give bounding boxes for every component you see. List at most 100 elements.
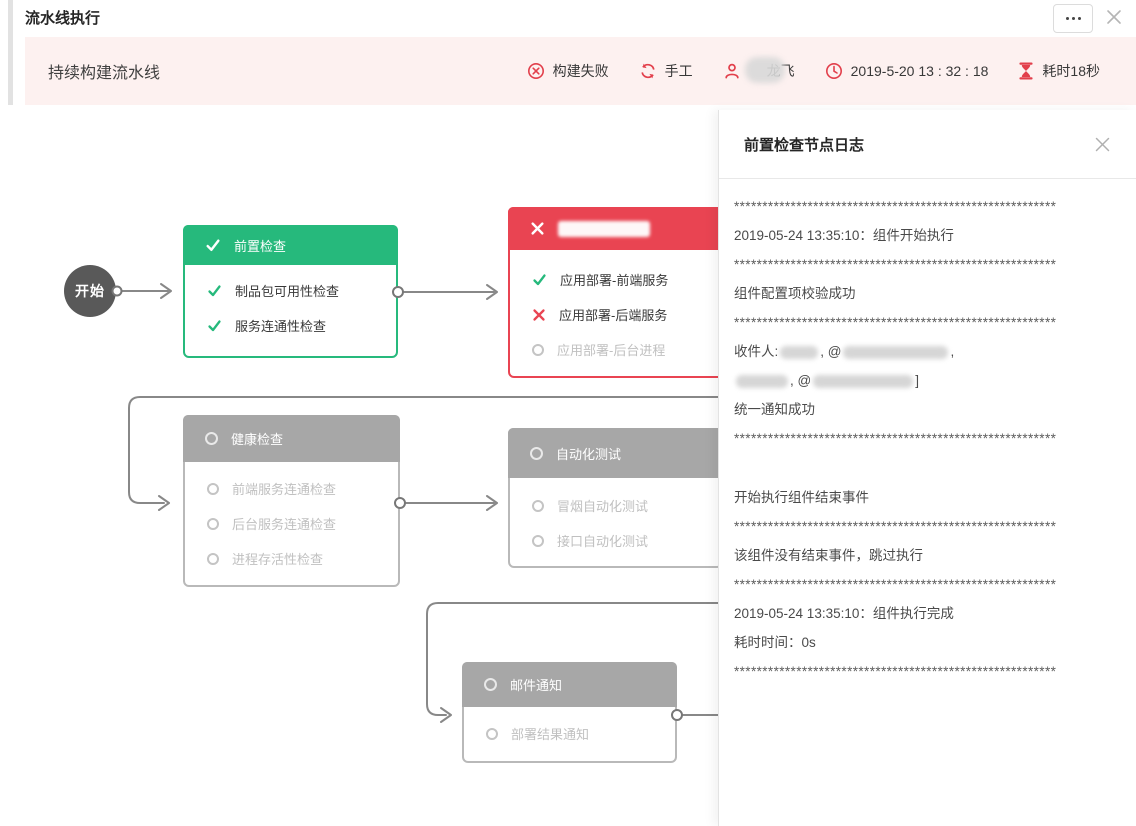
pending-circle-icon [207, 552, 219, 565]
check-icon [533, 274, 546, 286]
close-icon [1095, 137, 1109, 151]
log-panel-close-button[interactable] [1090, 132, 1114, 156]
arrowhead-icon [486, 284, 498, 300]
node-header: 健康检查 [183, 415, 400, 462]
log-separator: ****************************************… [734, 315, 1057, 330]
log-line: 2019-05-24 13:35:10：组件开始执行 [734, 228, 954, 243]
cross-icon [531, 222, 544, 235]
arrowhead-icon [486, 495, 498, 511]
executor: 龙飞 [723, 57, 795, 83]
node-header: 自动化测试 [508, 428, 723, 478]
build-status: 构建失败 [527, 61, 609, 81]
log-line: 耗时时间：0s [734, 635, 816, 650]
node-title: 健康检查 [231, 432, 284, 447]
node-header: 前置检查 [183, 225, 398, 265]
manual-trigger-icon [641, 63, 655, 79]
log-line-redacted: 收件人:, @, [734, 344, 955, 359]
node-body: 制品包可用性检查服务连通性检查 [185, 265, 396, 343]
cross-icon [533, 308, 545, 321]
pending-circle-icon [486, 727, 498, 740]
build-failed-icon [527, 63, 544, 79]
pipeline-node-mail[interactable]: 邮件通知 部署结果通知 [462, 662, 677, 763]
more-options-icon [1065, 17, 1069, 20]
trigger-mode: 手工 [639, 61, 693, 81]
node-step[interactable]: 接口自动化测试 [510, 523, 721, 558]
node-header [508, 207, 724, 250]
pending-circle-icon [207, 482, 219, 495]
pipeline-canvas: 开始 前置检查 制品包可用性检查服务连通性检查 应用部署-前端服务应用部署-后端… [0, 105, 1136, 826]
log-panel-title: 前置检查节点日志 [744, 136, 865, 154]
log-line: 统一通知成功 [734, 402, 815, 417]
log-content: ****************************************… [719, 179, 1136, 682]
node-step[interactable]: 应用部署-后台进程 [510, 332, 722, 367]
build-status-banner: 持续构建流水线 构建失败 手工 龙飞 [25, 37, 1136, 105]
clock-icon [825, 63, 842, 79]
node-step-label: 制品包可用性检查 [235, 284, 340, 299]
user-icon [724, 63, 739, 79]
log-separator: ****************************************… [734, 199, 1057, 214]
log-blank-line [734, 449, 1124, 479]
log-line: 开始执行组件结束事件 [734, 490, 869, 505]
redacted-text-blur [813, 374, 914, 388]
node-body: 冒烟自动化测试接口自动化测试 [510, 478, 721, 558]
node-step-label: 接口自动化测试 [557, 534, 649, 549]
node-step[interactable]: 部署结果通知 [464, 716, 675, 751]
node-step-label: 服务连通性检查 [235, 319, 327, 334]
node-step[interactable]: 制品包可用性检查 [185, 273, 396, 308]
pending-circle-icon [530, 446, 543, 460]
check-icon [208, 285, 221, 297]
log-separator: ****************************************… [734, 257, 1057, 272]
build-time: 2019-5-20 13 : 32 : 18 [825, 62, 988, 80]
pending-circle-icon [532, 499, 544, 512]
start-node[interactable]: 开始 [64, 265, 116, 317]
node-step-label: 后台服务连通检查 [232, 517, 337, 532]
log-separator: ****************************************… [734, 431, 1057, 446]
node-step-label: 前端服务连通检查 [232, 482, 337, 497]
pipeline-node-autotest[interactable]: 自动化测试 冒烟自动化测试接口自动化测试 [508, 428, 723, 568]
pipeline-node-health[interactable]: 健康检查 前端服务连通检查后台服务连通检查进程存活性检查 [183, 415, 400, 587]
hourglass-icon [1019, 62, 1034, 80]
node-step[interactable]: 冒烟自动化测试 [510, 488, 721, 523]
node-header: 邮件通知 [462, 662, 677, 707]
node-title: 自动化测试 [556, 446, 622, 462]
node-step[interactable]: 应用部署-前端服务 [510, 262, 722, 297]
node-title: 前置检查 [234, 238, 287, 254]
pending-circle-icon [205, 432, 218, 445]
node-step-label: 应用部署-后端服务 [559, 308, 668, 323]
arrowhead-icon [158, 495, 170, 511]
pending-circle-icon [532, 343, 544, 356]
node-step[interactable]: 应用部署-后端服务 [510, 297, 722, 332]
node-body: 前端服务连通检查后台服务连通检查进程存活性检查 [185, 462, 398, 576]
arrowhead-icon [160, 283, 172, 299]
pipeline-node-deploy[interactable]: 应用部署-前端服务应用部署-后端服务应用部署-后台进程 [508, 207, 724, 378]
pipeline-node-precheck[interactable]: 前置检查 制品包可用性检查服务连通性检查 [183, 225, 398, 358]
close-icon [1107, 10, 1121, 24]
node-step[interactable]: 服务连通性检查 [185, 308, 396, 343]
node-step-label: 应用部署-前端服务 [560, 273, 669, 288]
log-line-redacted: , @] [734, 370, 1124, 391]
node-step-label: 部署结果通知 [511, 727, 590, 742]
pipeline-name: 持续构建流水线 [48, 65, 161, 82]
check-icon [208, 320, 221, 332]
pending-circle-icon [484, 678, 497, 691]
node-title: 邮件通知 [510, 678, 563, 693]
redacted-name-blur [744, 57, 785, 83]
log-line: 2019-05-24 13:35:10：组件执行完成 [734, 606, 954, 621]
node-step-label: 进程存活性检查 [232, 552, 324, 567]
log-panel: 前置检查节点日志 *******************************… [718, 110, 1136, 826]
window-close-button[interactable] [1102, 5, 1126, 29]
node-step[interactable]: 后台服务连通检查 [185, 506, 398, 541]
node-step[interactable]: 进程存活性检查 [185, 541, 398, 576]
log-line: 组件配置项校验成功 [734, 286, 856, 301]
more-options-button[interactable] [1053, 4, 1093, 33]
log-separator: ****************************************… [734, 664, 1057, 679]
pending-circle-icon [532, 534, 544, 547]
redacted-text-blur [843, 345, 949, 359]
log-separator: ****************************************… [734, 577, 1057, 592]
node-step-label: 应用部署-后台进程 [557, 343, 666, 358]
log-line: 该组件没有结束事件，跳过执行 [734, 548, 923, 563]
pending-circle-icon [207, 517, 219, 530]
node-step[interactable]: 前端服务连通检查 [185, 471, 398, 506]
check-icon [206, 239, 220, 252]
page-title: 流水线执行 [25, 10, 101, 27]
